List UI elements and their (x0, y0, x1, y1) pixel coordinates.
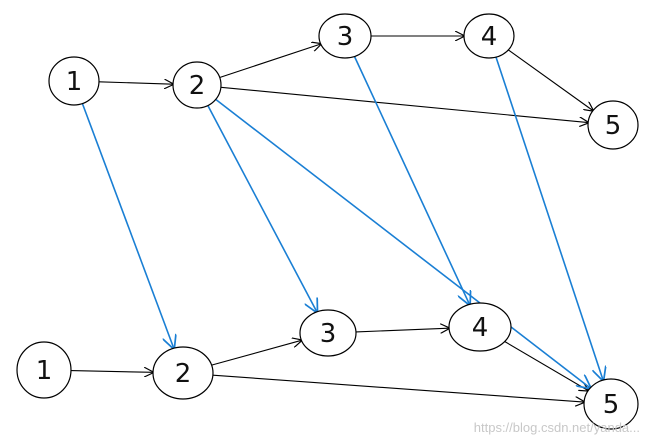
node-label: 2 (175, 359, 192, 389)
edge-t2-b5 (215, 98, 591, 388)
node-label: 1 (36, 356, 53, 386)
node-circle (16, 341, 72, 399)
node-circle (318, 13, 372, 59)
node-label: 5 (603, 390, 620, 420)
edge-b1-b2 (70, 371, 153, 373)
node-t2: 2 (172, 61, 222, 109)
nodes-layer: 1 2 3 4 5 1 2 3 4 5 (16, 13, 639, 430)
node-t5: 5 (587, 100, 639, 150)
edge-t3-b4 (353, 56, 470, 304)
edge-t4-t5 (508, 49, 593, 111)
edge-b3-b4 (355, 328, 449, 332)
node-circle (583, 378, 639, 430)
node-circle (152, 346, 214, 400)
node-b4: 4 (448, 302, 512, 352)
edges-layer (70, 36, 603, 402)
node-label: 3 (337, 22, 354, 52)
node-b2: 2 (152, 346, 214, 400)
node-circle (463, 13, 515, 59)
node-circle (299, 309, 357, 357)
edge-t1-b2 (81, 103, 173, 349)
node-label: 3 (320, 319, 337, 349)
edge-b2-b3 (211, 340, 302, 366)
edge-b2-b5 (212, 374, 584, 402)
node-label: 4 (472, 313, 489, 343)
node-t1: 1 (48, 56, 100, 106)
edge-t2-b3 (207, 105, 317, 312)
watermark-text: https://blog.csdn.net/yanda... (474, 420, 640, 435)
node-t4: 4 (463, 13, 515, 59)
node-label: 4 (481, 22, 498, 52)
edge-t1-t2 (98, 82, 173, 84)
edge-t4-b5 (495, 56, 603, 380)
node-label: 2 (189, 71, 206, 101)
edge-b4-b5 (504, 341, 589, 391)
node-label: 5 (605, 111, 622, 141)
node-t3: 3 (318, 13, 372, 59)
node-label: 1 (66, 67, 83, 97)
node-circle (172, 61, 222, 109)
node-b5: 5 (583, 378, 639, 430)
node-circle (448, 302, 512, 352)
node-circle (587, 100, 639, 150)
node-b1: 1 (16, 341, 72, 399)
edge-t2-t3 (219, 44, 321, 79)
edge-t2-t5 (220, 86, 588, 122)
node-circle (48, 56, 100, 106)
node-b3: 3 (299, 309, 357, 357)
